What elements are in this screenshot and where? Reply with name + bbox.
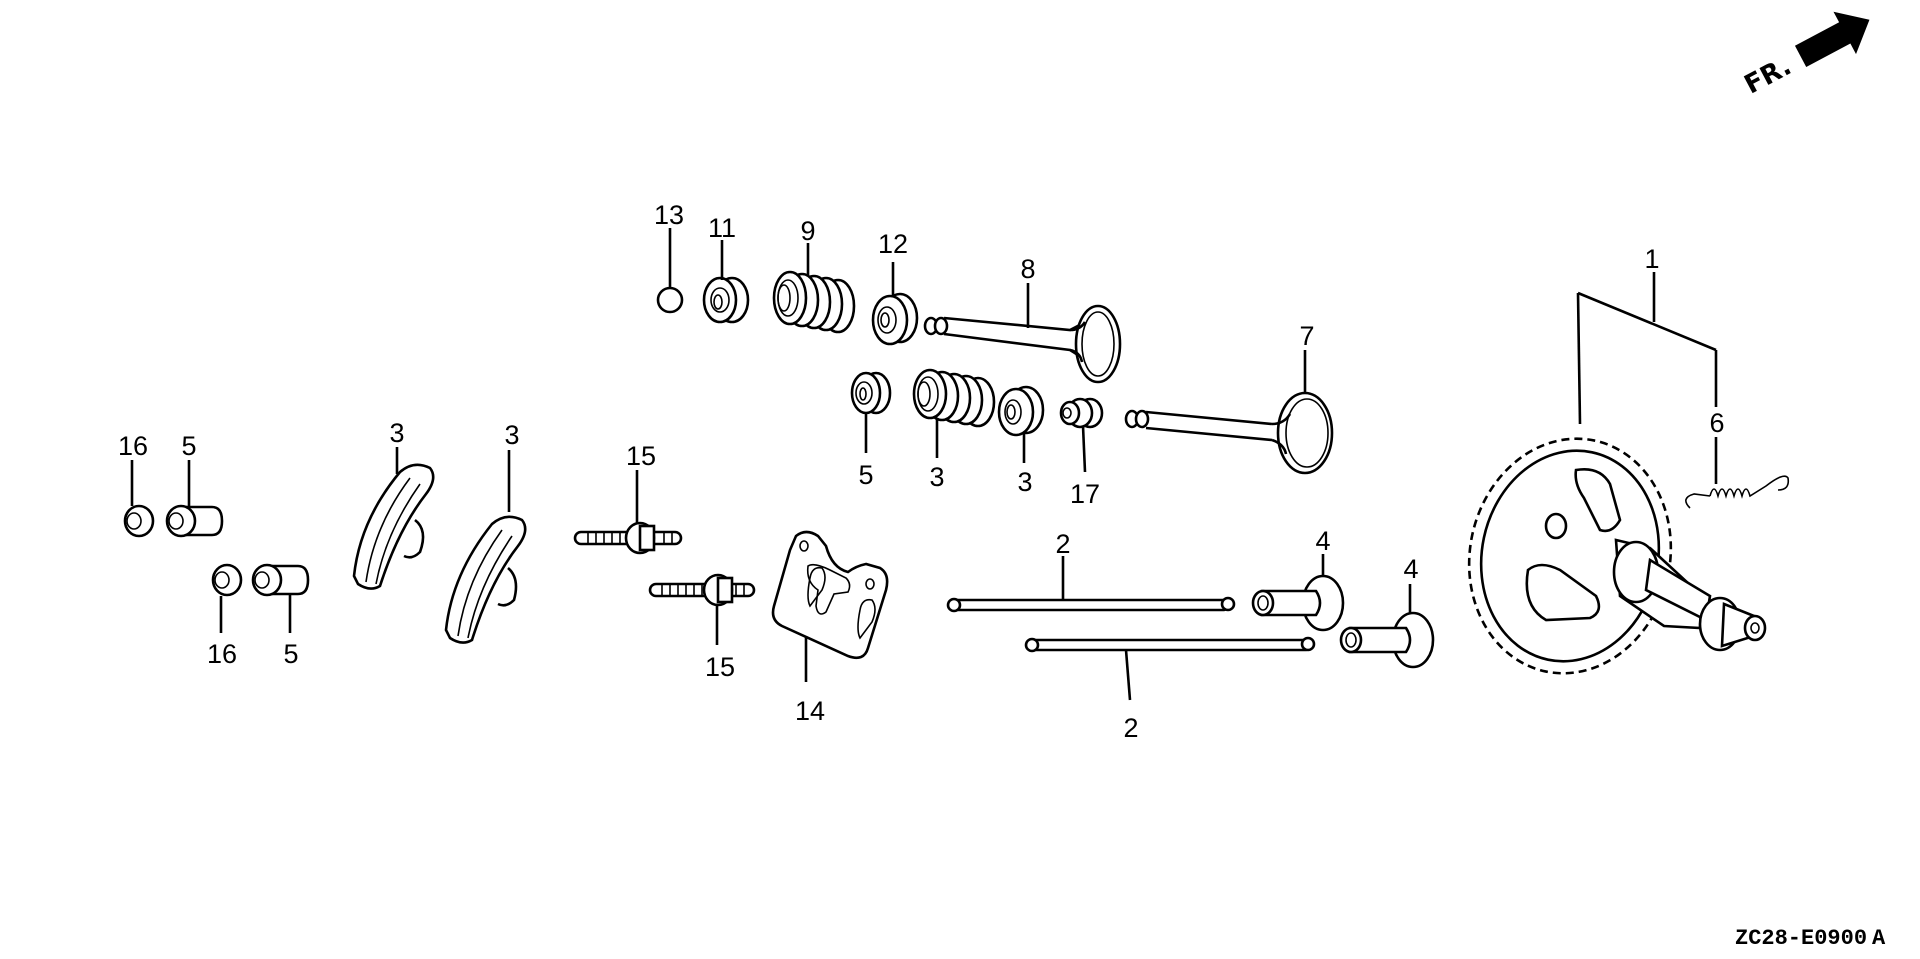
callout-6: 6 [1709, 408, 1724, 438]
callout-2-lower: 2 [1123, 713, 1138, 743]
part-spring-seat-upper[interactable] [871, 262, 919, 346]
part-nut-upper[interactable] [123, 460, 155, 538]
reference-revision-text: A [1872, 926, 1886, 951]
callout-10: 5 [858, 460, 873, 490]
callout-3-left: 3 [389, 418, 404, 448]
callout-12-lower: 3 [1017, 467, 1032, 497]
part-camshaft-assembly[interactable] [1448, 272, 1767, 692]
front-arrow-icon [1794, 11, 1870, 67]
callout-2-upper: 2 [1055, 529, 1070, 559]
part-push-rod-guide-plate[interactable] [771, 530, 889, 682]
part-valve-spring-lower[interactable] [912, 368, 996, 458]
callout-12-upper: 12 [878, 229, 908, 259]
callout-17: 17 [1070, 479, 1100, 509]
part-stud-bolt-upper[interactable] [573, 470, 683, 555]
part-rocker-arm-right[interactable] [444, 450, 527, 644]
part-spring-retainer-top[interactable] [702, 240, 750, 324]
part-exhaust-valve[interactable] [923, 283, 1122, 384]
part-push-rod-lower[interactable] [1024, 636, 1316, 701]
part-decompressor-spring[interactable] [1685, 437, 1790, 509]
callout-8: 8 [1020, 254, 1035, 284]
part-pivot-bolt-upper[interactable] [165, 460, 224, 538]
part-valve-cap[interactable] [656, 228, 684, 314]
part-stud-bolt-lower[interactable] [648, 573, 756, 645]
callout-9-lower: 3 [929, 462, 944, 492]
front-direction-indicator: FR. [1740, 11, 1870, 100]
callout-15-lower: 15 [705, 652, 735, 682]
part-rocker-arm-left[interactable] [352, 447, 435, 590]
callout-14: 14 [795, 696, 825, 726]
callout-4-lower: 4 [1403, 554, 1418, 584]
callout-13: 13 [654, 200, 684, 230]
reference-code-text: ZC28-E0900 [1735, 926, 1867, 951]
part-valve-stem-seal[interactable] [1059, 397, 1104, 473]
part-tappet-upper[interactable] [1251, 554, 1345, 632]
callout-5-upper: 5 [181, 431, 196, 461]
callout-11: 11 [708, 213, 736, 243]
callout-16-upper: 16 [118, 431, 148, 461]
part-spring-seat-lower[interactable] [997, 385, 1045, 463]
callout-4-upper: 4 [1315, 526, 1330, 556]
part-nut-lower[interactable] [211, 563, 243, 633]
callout-9-upper: 9 [800, 216, 815, 246]
part-tappet-lower[interactable] [1339, 584, 1435, 669]
callout-5-lower: 5 [283, 639, 298, 669]
part-intake-valve[interactable] [1124, 350, 1334, 475]
callout-7: 7 [1299, 321, 1314, 351]
part-push-rod-upper[interactable] [946, 556, 1236, 613]
part-valve-spring-upper[interactable] [772, 243, 856, 334]
callout-1: 1 [1644, 244, 1659, 274]
callout-3-right: 3 [504, 420, 519, 450]
part-pivot-bolt-lower[interactable] [251, 563, 310, 633]
callout-16-lower: 16 [207, 639, 237, 669]
fr-label: FR. [1740, 51, 1797, 100]
part-spring-retainer-lower[interactable] [850, 371, 892, 453]
diagram-reference-code: ZC28-E0900 A [1735, 926, 1886, 951]
callout-15-upper: 15 [626, 441, 656, 471]
